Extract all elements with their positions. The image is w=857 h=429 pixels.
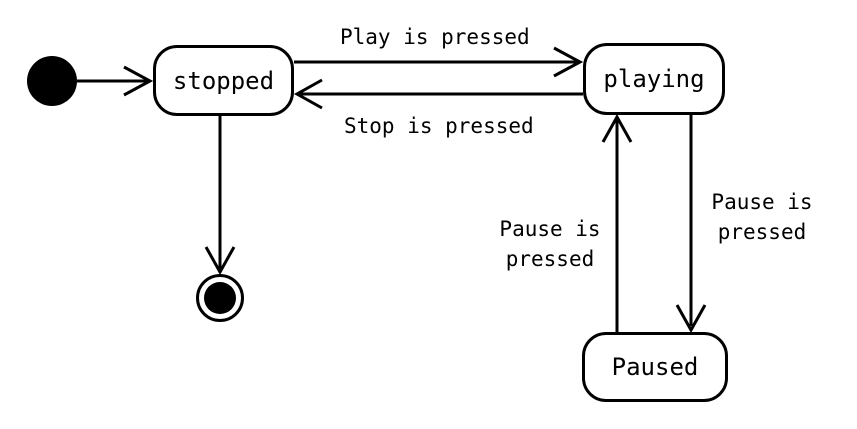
transition-stopped-to-playing <box>294 46 584 78</box>
final-state-node <box>196 274 244 322</box>
state-paused-label: Paused <box>611 353 699 381</box>
state-stopped-label: stopped <box>172 66 275 95</box>
transition-label-play-is-pressed: Play is pressed <box>340 25 530 49</box>
transition-stopped-to-final <box>204 116 236 276</box>
transition-playing-to-stopped <box>293 78 583 110</box>
arrowhead-right-icon <box>553 46 584 78</box>
arrowhead-right-icon <box>123 65 154 97</box>
state-paused: Paused <box>582 332 728 402</box>
arrowhead-up-icon <box>601 113 633 143</box>
arrowhead-down-icon <box>204 246 236 276</box>
state-playing-label: playing <box>603 65 705 93</box>
arrowhead-down-icon <box>675 304 707 334</box>
final-state-inner-dot <box>204 282 236 314</box>
state-playing: playing <box>583 43 725 115</box>
arrowhead-left-icon <box>293 78 323 110</box>
state-stopped: stopped <box>153 45 294 116</box>
transition-label-pause-is-pressed-right: Pause is pressed <box>711 190 813 244</box>
transition-label-stop-is-pressed: Stop is pressed <box>344 114 534 138</box>
transition-initial-to-stopped <box>77 65 154 97</box>
transition-label-pause-is-pressed-left: Pause is pressed <box>499 217 601 271</box>
initial-state-node <box>27 56 77 106</box>
